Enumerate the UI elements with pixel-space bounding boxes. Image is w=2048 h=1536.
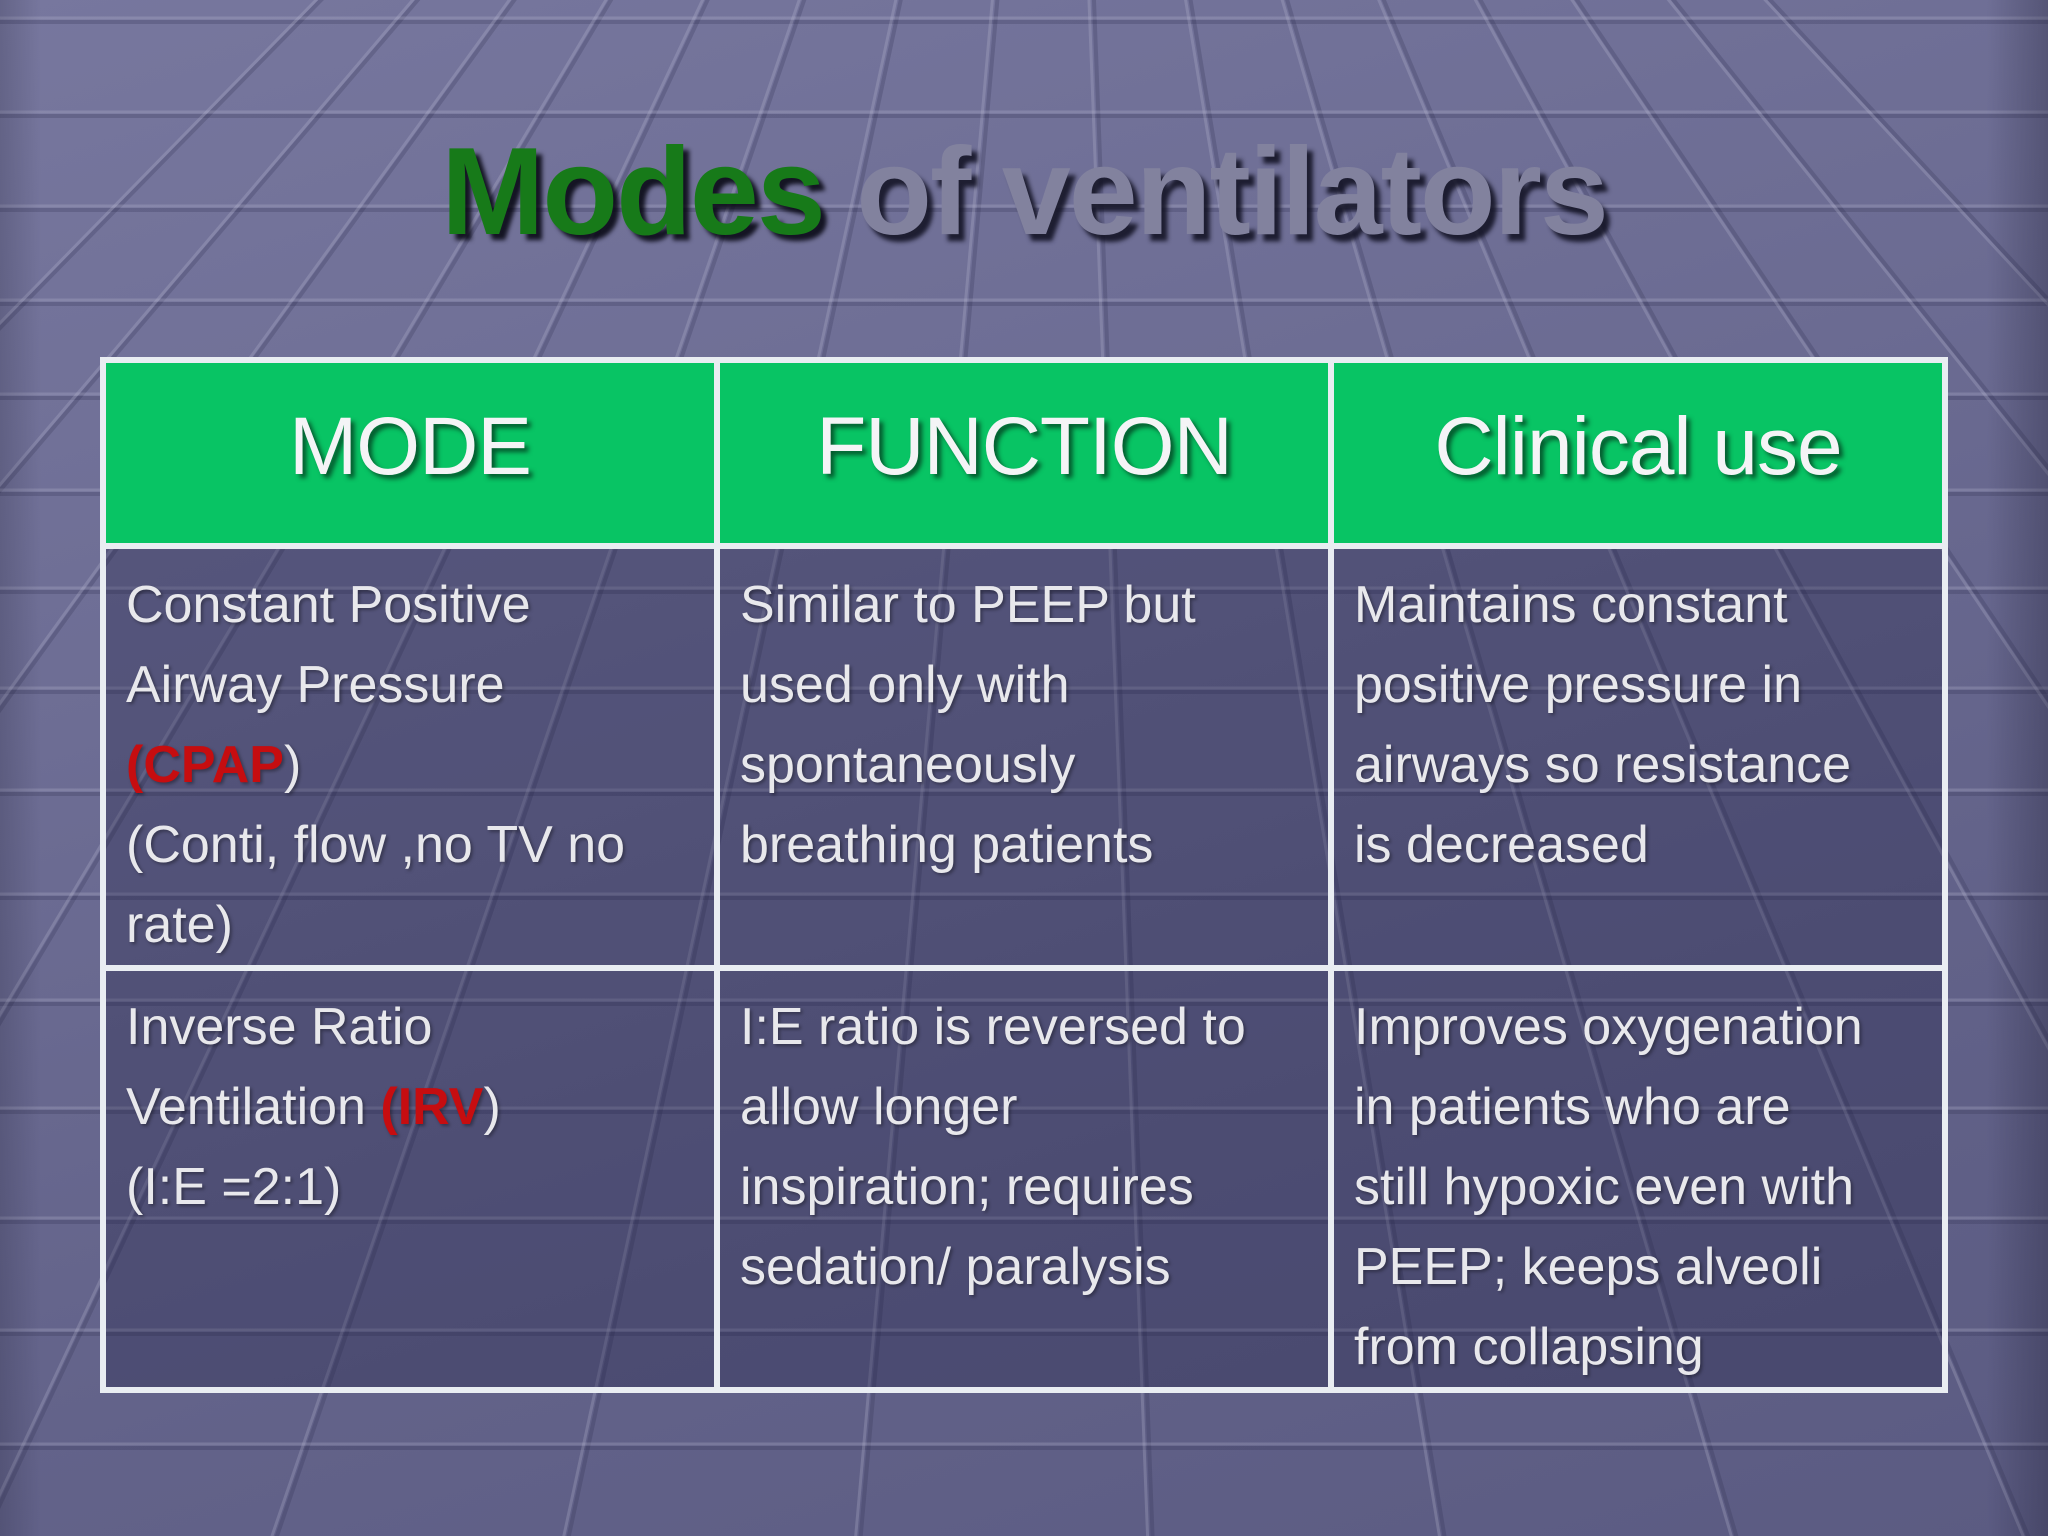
- table-row-irv: Inverse Ratio Ventilation (IRV) (I:E =2:…: [100, 965, 1948, 1393]
- cell-cpap-mode: Constant Positive Airway Pressure (CPAP)…: [100, 543, 720, 971]
- cell-cpap-clinical-use: Maintains constant positive pressure in …: [1328, 543, 1948, 971]
- column-header-function: FUNCTION: [714, 357, 1334, 549]
- table-row-cpap: Constant Positive Airway Pressure (CPAP)…: [100, 543, 1948, 971]
- ventilator-modes-table: MODE FUNCTION Clinical use Constant Posi…: [100, 357, 1948, 1393]
- cell-irv-clinical-use: Improves oxygenation in patients who are…: [1328, 965, 1948, 1393]
- column-header-clinical-use: Clinical use: [1328, 357, 1948, 549]
- column-header-mode: MODE: [100, 357, 720, 549]
- slide-title: Modes of ventilators: [0, 130, 2048, 254]
- table-header-row: MODE FUNCTION Clinical use: [100, 357, 1948, 549]
- cell-irv-mode: Inverse Ratio Ventilation (IRV) (I:E =2:…: [100, 965, 720, 1393]
- title-word-modes: Modes: [441, 123, 826, 261]
- title-rest: of ventilators: [823, 123, 1609, 261]
- cell-cpap-function: Similar to PEEP but used only with spont…: [714, 543, 1334, 971]
- cell-irv-function: I:E ratio is reversed to allow longer in…: [714, 965, 1334, 1393]
